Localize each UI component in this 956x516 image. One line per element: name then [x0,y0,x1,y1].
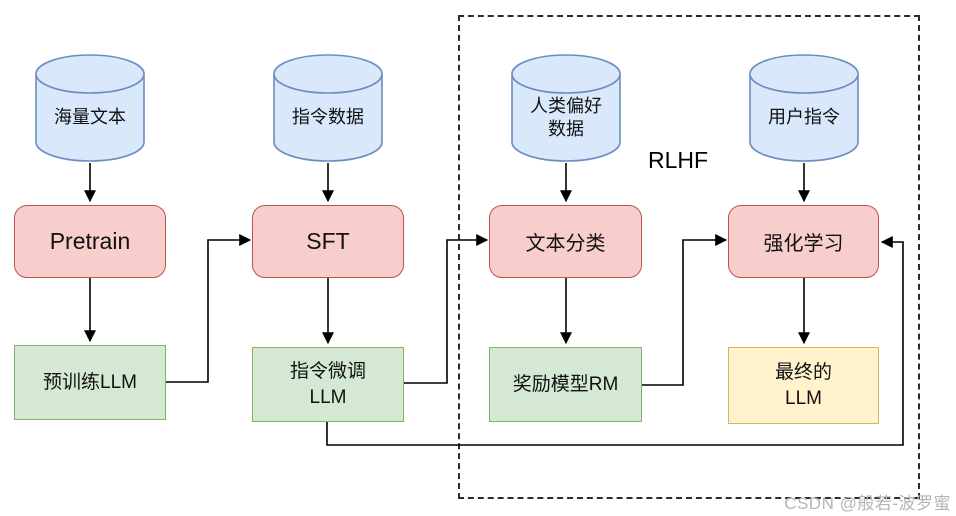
process-reinforcement-learning: 强化学习 [728,205,879,278]
process-label: SFT [306,228,350,254]
datastore-label: 海量文本 [54,107,126,128]
output-reward-model: 奖励模型RM [489,347,642,422]
datastore-instruction-data: 指令数据 [272,53,384,163]
csdn-watermark: CSDN @般若-波罗蜜 [784,494,951,513]
process-label: 强化学习 [763,233,844,255]
output-label: 预训练LLM [43,371,137,393]
cylinder-icon [273,54,383,162]
output-instruction-tuned-llm: 指令微调 LLM [252,347,404,422]
datastore-label: 用户指令 [768,107,840,128]
process-sft: SFT [252,205,404,278]
process-text-classification: 文本分类 [489,205,642,278]
datastore-user-instruction: 用户指令 [748,53,860,163]
datastore-massive-text: 海量文本 [34,53,146,163]
process-label: 文本分类 [525,233,606,255]
cylinder-icon [749,54,859,162]
datastore-label: 指令数据 [292,107,364,128]
output-pretrained-llm: 预训练LLM [14,345,166,420]
process-label: Pretrain [49,228,131,254]
output-final-llm: 最终的 LLM [728,347,879,424]
cylinder-icon [511,54,621,162]
output-label: 奖励模型RM [512,373,619,395]
output-label: 指令微调 LLM [289,360,366,408]
datastore-human-preference: 人类偏好 数据 [510,53,622,163]
process-pretrain: Pretrain [14,205,166,278]
datastore-label: 人类偏好 数据 [530,95,602,139]
rlhf-group-label: RLHF [648,147,709,173]
output-label: 最终的 LLM [774,361,832,409]
cylinder-icon [35,54,145,162]
